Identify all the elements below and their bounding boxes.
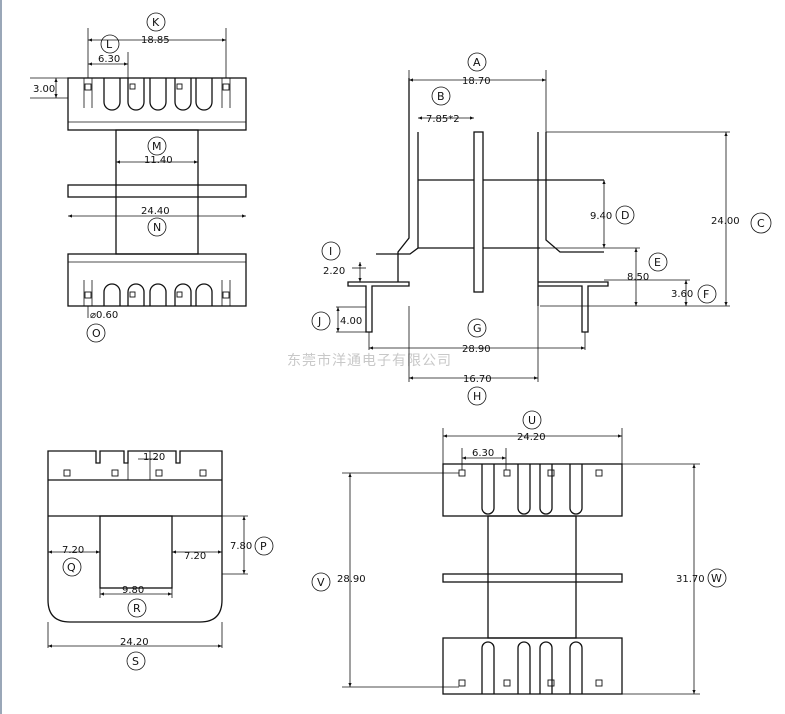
dim-v: 28.90: [337, 574, 366, 585]
dim-n: 24.40: [141, 206, 170, 217]
svg-text:V: V: [317, 576, 325, 589]
dim-l: 6.30: [98, 54, 120, 65]
dim-h: 16.70: [463, 374, 492, 385]
svg-text:U: U: [528, 414, 536, 427]
svg-text:D: D: [621, 209, 629, 222]
dim-height: 3.00: [33, 84, 55, 95]
dim-i: 2.20: [323, 266, 345, 277]
dim-a: 18.70: [462, 76, 491, 87]
svg-text:O: O: [92, 327, 101, 340]
svg-text:E: E: [654, 256, 661, 269]
svg-text:H: H: [473, 390, 481, 403]
svg-text:N: N: [153, 221, 161, 234]
dim-u2: 6.30: [472, 448, 494, 459]
company-watermark: 东莞市洋通电子有限公司: [287, 352, 452, 369]
ref-letter-n: N: [147, 217, 167, 237]
dim-q2: 7.20: [184, 551, 206, 562]
view-top: [342, 428, 700, 695]
ref-letter-r: R: [127, 598, 147, 618]
svg-text:P: P: [260, 540, 267, 553]
svg-text:J: J: [317, 315, 321, 328]
ref-letter-i: I: [321, 241, 341, 261]
svg-text:S: S: [132, 655, 139, 668]
svg-text:A: A: [473, 56, 481, 69]
svg-text:R: R: [133, 602, 141, 615]
ref-letter-u: U: [522, 410, 542, 430]
dim-t: 1.20: [143, 452, 165, 463]
ref-letter-f: F: [697, 284, 717, 304]
ref-letter-q: Q: [62, 557, 82, 577]
ref-letter-s: S: [126, 651, 146, 671]
ref-letter-g: G: [467, 318, 487, 338]
dim-q: 7.20: [62, 545, 84, 556]
dim-u: 24.20: [517, 432, 546, 443]
ref-letter-p: P: [254, 536, 274, 556]
ref-letter-b: B: [431, 86, 451, 106]
dim-f: 3.60: [671, 289, 693, 300]
dim-j: 4.00: [340, 316, 362, 327]
dim-w: 31.70: [676, 574, 705, 585]
svg-text:I: I: [329, 245, 332, 258]
view-section-right: [336, 70, 730, 382]
svg-text:F: F: [703, 288, 709, 301]
dim-pin-diameter: ⌀0.60: [90, 310, 118, 321]
dim-r: 9.80: [122, 585, 144, 596]
dim-b: 7.85*2: [426, 114, 460, 125]
ref-letter-v: V: [311, 572, 331, 592]
svg-text:Q: Q: [67, 561, 76, 574]
ref-letter-l: L: [100, 34, 120, 54]
svg-text:G: G: [473, 322, 482, 335]
ref-letter-w: W: [707, 568, 727, 588]
svg-text:C: C: [757, 217, 765, 230]
svg-text:W: W: [711, 572, 722, 585]
dim-c: 24.00: [711, 216, 740, 227]
ref-letter-j: J: [311, 311, 331, 331]
dim-m: 11.40: [144, 155, 173, 166]
ref-letter-h: H: [467, 386, 487, 406]
ref-letter-d: D: [615, 205, 635, 225]
ref-letter-e: E: [648, 252, 668, 272]
svg-text:L: L: [106, 38, 113, 51]
ref-letter-c: C: [750, 212, 772, 234]
svg-text:K: K: [152, 16, 160, 29]
ref-letter-m: M: [147, 136, 167, 156]
svg-text:M: M: [152, 140, 162, 153]
svg-text:B: B: [437, 90, 445, 103]
view-end: [47, 450, 248, 648]
dim-g: 28.90: [462, 344, 491, 355]
dim-p: 7.80: [230, 541, 252, 552]
ref-letter-a: A: [467, 52, 487, 72]
view-side-left: [30, 28, 247, 318]
ref-letter-k: K: [146, 12, 166, 32]
dim-s: 24.20: [120, 637, 149, 648]
dim-e: 8.50: [627, 272, 649, 283]
ref-letter-o: O: [86, 323, 106, 343]
dim-d: 9.40: [590, 211, 612, 222]
dim-k: 18.85: [141, 35, 170, 46]
